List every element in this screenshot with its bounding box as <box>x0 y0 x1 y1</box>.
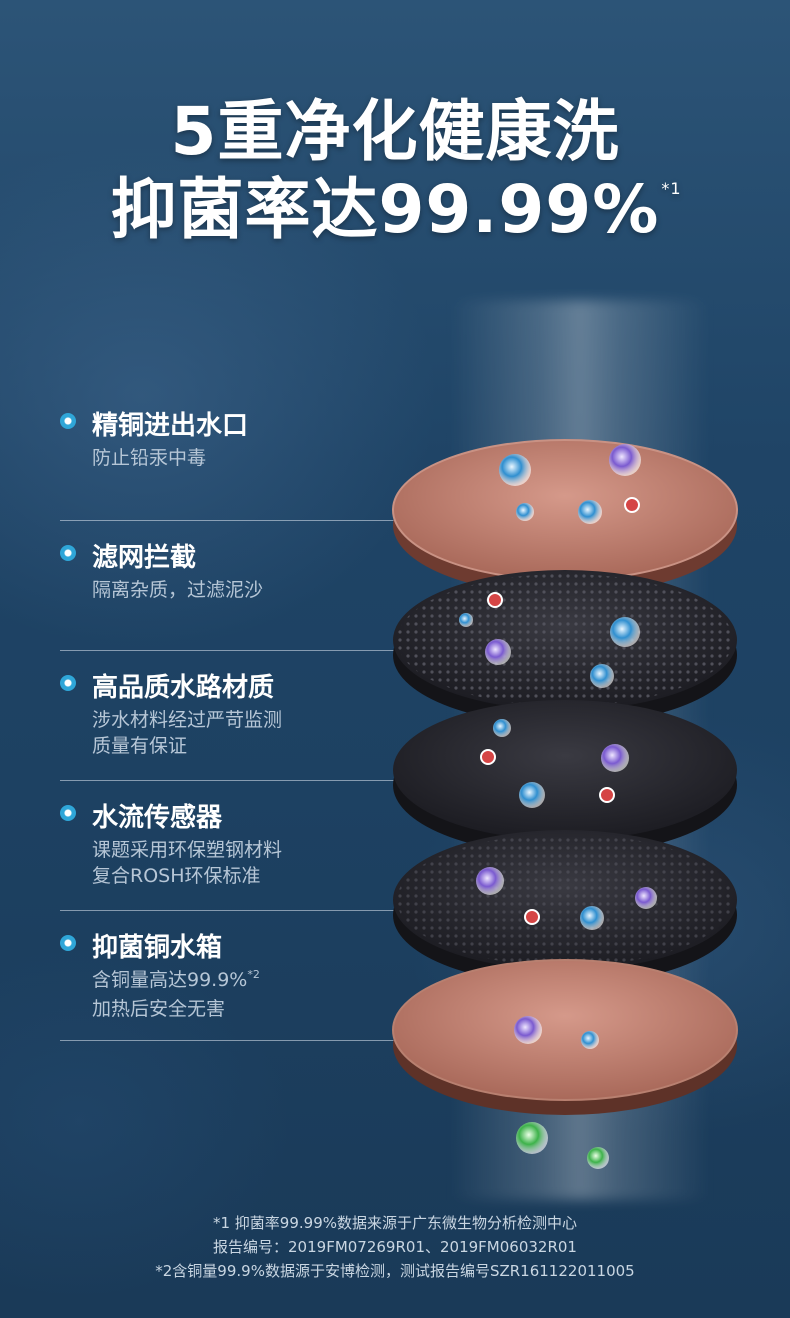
headline-line-1: 5重净化健康洗 <box>170 93 620 170</box>
divider-line <box>60 780 420 781</box>
headline-line-2: 抑菌率达99.99%*1 <box>0 170 790 267</box>
layers-svg <box>392 439 738 1169</box>
purification-layers-illustration <box>380 300 780 1220</box>
footnote-1: *1 抑菌率99.99%数据来源于广东微生物分析检测中心 <box>212 1214 577 1232</box>
divider-line <box>60 910 420 911</box>
divider-line <box>60 520 420 521</box>
bullet-icon <box>60 413 76 429</box>
bullet-icon <box>60 935 76 951</box>
feature-title: 抑菌铜水箱 <box>92 933 223 963</box>
feature-desc: 隔离杂质，过滤泥沙 <box>92 579 264 601</box>
footnote-2: *2含铜量99.9%数据源于安博检测，测试报告编号SZR161122011005 <box>155 1262 635 1280</box>
bullet-icon <box>60 805 76 821</box>
feature-title: 精铜进出水口 <box>92 411 249 441</box>
feature-title: 水流传感器 <box>92 803 223 833</box>
bullet-icon <box>60 545 76 561</box>
divider-line <box>60 650 420 651</box>
feature-title: 滤网拦截 <box>92 543 197 573</box>
divider-line <box>60 1040 420 1041</box>
headline-footnote-mark: *1 <box>661 179 682 198</box>
feature-desc: 涉水材料经过严苛监测质量有保证 <box>92 709 283 757</box>
headline-text: 抑菌率达99.99% <box>110 171 660 248</box>
feature-title: 高品质水路材质 <box>92 673 275 703</box>
feature-desc: 防止铅汞中毒 <box>92 447 207 469</box>
bullet-icon <box>60 675 76 691</box>
footnote-report: 报告编号：2019FM07269R01、2019FM06032R01 <box>213 1238 577 1256</box>
feature-desc: 课题采用环保塑钢材料复合ROSH环保标准 <box>92 839 283 887</box>
